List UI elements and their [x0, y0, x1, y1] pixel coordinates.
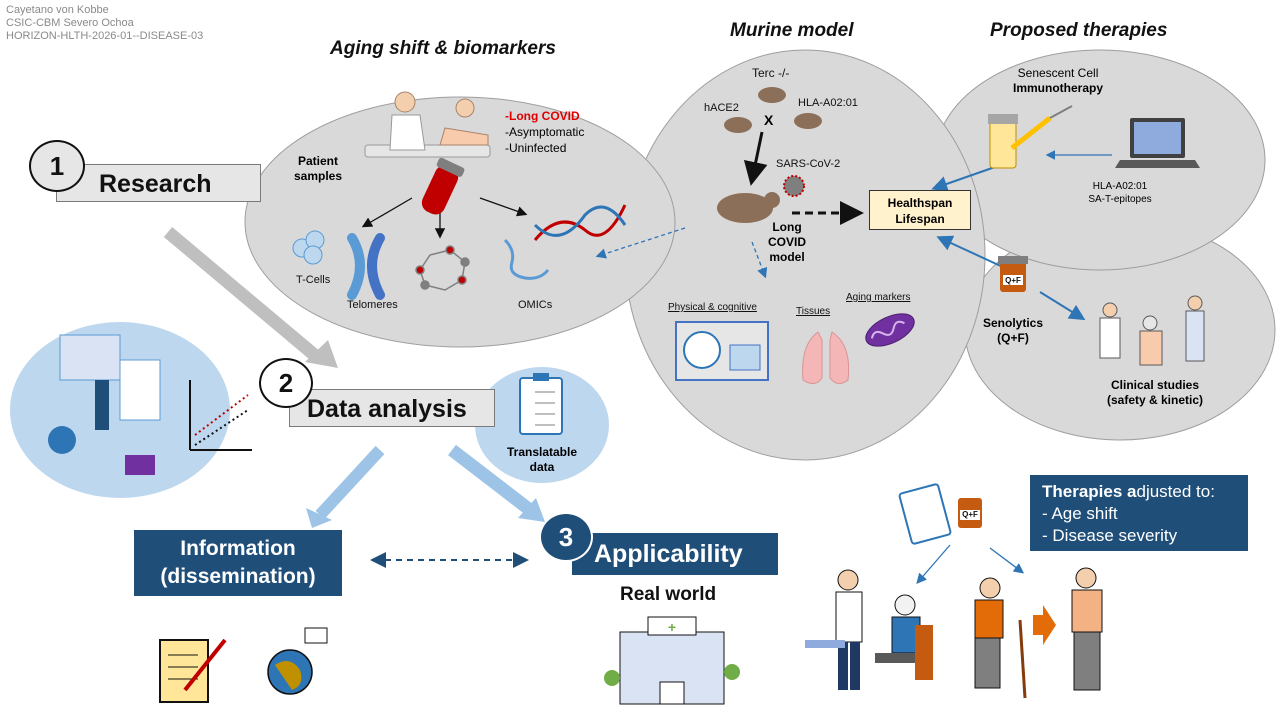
safety-kinetic-text: (safety & kinetic): [1106, 393, 1204, 407]
documents-icon: [159, 638, 227, 703]
globe-icon: [267, 627, 328, 695]
bottle-qf-label-2: Q+F: [962, 510, 978, 519]
hla-label: HLA-A02:01: [798, 97, 858, 109]
data-text: data: [529, 460, 555, 474]
healthspan-box: Healthspan Lifespan: [869, 190, 971, 230]
patient-samples-label: Patient samples: [293, 154, 343, 183]
healthy-person-icon: [1071, 567, 1103, 691]
clinical-studies-text: Clinical studies: [1110, 378, 1200, 392]
hace2-label: hACE2: [704, 102, 739, 114]
healthspan-label: Healthspan: [887, 196, 953, 210]
adjusted-disease-severity: - Disease severity: [1042, 526, 1178, 545]
t-cells-icon: [292, 230, 325, 265]
cage-icon: [675, 321, 769, 381]
telomeres-label: Telomeres: [347, 299, 398, 311]
molecule-icon: [415, 245, 470, 291]
dna-icon: [533, 204, 627, 241]
step-1-badge: 1: [29, 140, 85, 192]
cohort-asymptomatic: -Asymptomatic: [505, 125, 585, 139]
senolytics-label: Senolytics (Q+F): [978, 316, 1048, 346]
doctor-patient-icon: [805, 569, 933, 690]
lungs-icon: [802, 331, 850, 384]
step-2-badge: 2: [259, 358, 313, 408]
clipboard-icon: [519, 373, 563, 435]
epitopes-label: HLA-A02:01 SA-T-epitopes: [1080, 180, 1160, 206]
senescent-cell-text: Senescent Cell: [1017, 66, 1099, 80]
real-world-label: Real world: [620, 584, 717, 605]
adjusted-age-shift: - Age shift: [1042, 504, 1118, 523]
laptop-icon: [1115, 118, 1200, 168]
qf-text: (Q+F): [997, 331, 1029, 345]
research-box: Research: [56, 164, 261, 202]
cohort-uninfected: -Uninfected: [505, 141, 567, 155]
bottle-qf-label: Q+F: [1005, 276, 1021, 285]
cohort-long-covid: -Long COVID: [505, 109, 580, 123]
translatable-data-label: Translatable data: [500, 445, 584, 475]
mice-icons: [717, 87, 822, 223]
epitopes-hla-text: HLA-A02:01: [1092, 181, 1148, 192]
translatable-text: Translatable: [506, 445, 578, 459]
svg-text:+: +: [668, 619, 676, 635]
header-institute: CSIC-CBM Severo Ochoa: [6, 17, 134, 29]
therapies-section-title: Proposed therapies: [990, 20, 1168, 41]
chromosome-icon: [347, 233, 385, 300]
terc-label: Terc -/-: [752, 66, 790, 80]
immunotherapy-label: Senescent Cell Immunotherapy: [1005, 66, 1111, 96]
data-analysis-label: Data analysis: [307, 395, 467, 423]
data-analysis-box: Data analysis: [289, 389, 495, 427]
mitochondrion-icon: [865, 313, 915, 347]
header-author: Cayetano von Kobbe: [6, 4, 109, 16]
immunotherapy-text: Immunotherapy: [1012, 81, 1103, 95]
vial-syringe-icon: [988, 105, 1073, 169]
murine-section-title: Murine model: [730, 20, 854, 41]
elderly-person-icon: [974, 577, 1027, 699]
lifespan-label: Lifespan: [895, 212, 945, 226]
physical-cognitive-label: Physical & cognitive: [668, 302, 757, 313]
blood-tube-icon: [421, 157, 465, 215]
qf-bottle-icon: [998, 256, 1028, 292]
therapy-plan-icon: [898, 483, 982, 545]
virus-label: SARS-CoV-2: [776, 158, 841, 170]
tissues-label: Tissues: [796, 306, 831, 317]
senolytics-text: Senolytics: [982, 316, 1044, 330]
patient-bed-illustration: [364, 91, 491, 158]
clinical-people-icon: [1099, 295, 1205, 366]
epitopes-sat-text: SA-T-epitopes: [1088, 194, 1152, 205]
aging-section-title: Aging shift & biomarkers: [330, 38, 556, 59]
applicability-box: Applicability: [572, 533, 778, 575]
rna-icon: [503, 238, 550, 280]
clinical-studies-label: Clinical studies (safety & kinetic): [1092, 378, 1218, 408]
therapies-adjusted-box: Therapies adjusted to: - Age shift - Dis…: [1030, 475, 1248, 551]
long-covid-model-label: Long COVID model: [767, 220, 806, 264]
t-cells-label: T-Cells: [296, 274, 331, 286]
cohort-list: -Long COVID -Asymptomatic -Uninfected: [505, 108, 584, 156]
step-3-badge: 3: [539, 512, 593, 562]
cross-label: X: [764, 112, 774, 128]
research-label: Research: [99, 170, 212, 198]
header-call: HORIZON-HLTH-2026-01--DISEASE-03: [6, 30, 204, 42]
aging-markers-label: Aging markers: [846, 292, 911, 303]
hospital-icon: +: [604, 616, 740, 705]
analysis-illustration: [48, 334, 252, 475]
therapies-adjusted-title: Therapies adjusted to:: [1042, 482, 1215, 501]
dissemination-text: (dissemination): [160, 565, 316, 588]
applicability-label: Applicability: [594, 540, 743, 568]
virus-icon: [783, 175, 805, 197]
information-text: Information: [180, 537, 296, 560]
omics-label: OMICs: [518, 299, 553, 311]
information-box: Information (dissemination): [134, 530, 342, 596]
